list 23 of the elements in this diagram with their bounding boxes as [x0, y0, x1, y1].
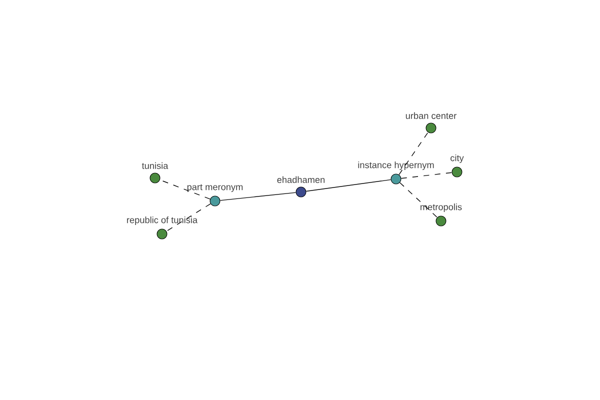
node-label: republic of tunisia	[127, 216, 198, 226]
connector-line	[220, 192, 296, 201]
connector-line	[306, 179, 392, 192]
node-label: urban center	[406, 112, 456, 120]
graph-node: ehadhamen	[277, 176, 325, 198]
graph-node: tunisia	[142, 162, 168, 184]
graph-node: urban center	[406, 112, 456, 134]
graph-node: metropolis	[420, 204, 462, 226]
graph-node: city	[450, 154, 464, 178]
graph-node: part meronym	[187, 184, 243, 206]
connector-line	[160, 180, 210, 200]
node-label: ehadhamen	[277, 176, 325, 184]
node-label: metropolis	[420, 203, 462, 212]
graph-node: republic of tunisia	[127, 216, 198, 240]
node-label: tunisia	[142, 162, 168, 170]
node-label: instance hypernym	[358, 161, 434, 170]
connector-line	[398, 132, 428, 175]
node-label: city	[450, 154, 464, 164]
connector-line	[166, 203, 211, 232]
graph-node: instance hypernym	[358, 162, 434, 184]
connector-line	[400, 182, 438, 218]
node-label: part meronym	[187, 184, 243, 192]
connector-line	[400, 172, 452, 179]
